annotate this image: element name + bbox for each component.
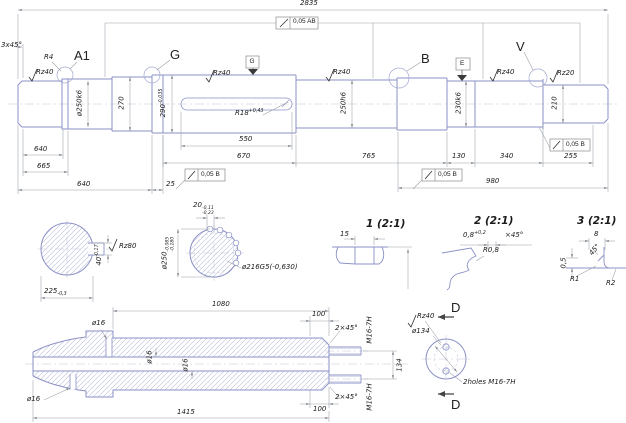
detail-2-dim-08: 0,8+0,2 xyxy=(463,231,486,239)
dim-40: 40-0,17 xyxy=(95,244,104,266)
detail-3-dim-05: 0,5 xyxy=(559,257,568,269)
detail-3-r1: R1 xyxy=(570,275,580,283)
dim-640-top: 640 xyxy=(34,145,48,153)
detail-3-dim-8: 8 xyxy=(594,230,599,238)
dim-dia-250k6: ø250k6 xyxy=(75,89,84,117)
roughness-rz20: Rz20 xyxy=(557,69,575,77)
dim-1415: 1415 xyxy=(177,408,195,416)
detail-1-dim-15: 15 xyxy=(340,230,349,238)
detail-balloons xyxy=(56,66,548,89)
section-dd xyxy=(424,314,467,397)
dim-340: 340 xyxy=(500,152,514,160)
dim-665: 665 xyxy=(37,162,51,170)
detail-2-geometry xyxy=(441,241,532,291)
roughness-rz40-keyway: Rz40 xyxy=(213,69,231,77)
dim-r18: R18+0,43 xyxy=(235,109,264,117)
detail-3-r2: R2 xyxy=(606,279,616,287)
dim-dia-16-top: ø16 xyxy=(92,319,106,327)
detail-2-chamfer: ×45° xyxy=(505,231,524,239)
dim-1080: 1080 xyxy=(212,300,230,308)
roughness-rz40-right: Rz40 xyxy=(497,68,515,76)
datum-flag-e: E xyxy=(460,59,465,67)
roughness-marks xyxy=(28,68,559,328)
dim-980: 980 xyxy=(486,177,500,185)
dim-290: 290-0,035 xyxy=(159,88,168,118)
upper-dimensions xyxy=(17,8,609,194)
thread-m16-bottom: M16-7H xyxy=(365,383,374,411)
view-label-b: B xyxy=(421,51,430,66)
view-label-v: V xyxy=(516,39,525,54)
dim-dia-230k6: 230k6 xyxy=(454,92,463,114)
dim-dia-16-mid2: ø16 xyxy=(181,358,190,372)
dim-dia-216g5: ø216G5(-0,630) xyxy=(242,263,298,271)
section-label-d-top: D xyxy=(451,300,461,315)
chamfer-top: 2×45° xyxy=(335,324,358,332)
view-label-g: G xyxy=(170,47,181,62)
detail-1-geometry xyxy=(332,236,412,289)
dim-210: 210 xyxy=(550,96,559,110)
dim-20: 20-0,11-0,23 xyxy=(193,201,214,216)
lower-section xyxy=(32,307,397,422)
dim-670: 670 xyxy=(237,152,251,160)
chamfer-bottom: 2×45° xyxy=(335,393,358,401)
dim-dia-250: ø250-0,085-0,180 xyxy=(160,236,176,270)
roughness-rz40-dd: Rz40 xyxy=(417,312,435,320)
dim-130: 130 xyxy=(452,152,466,160)
tolerance-frame-b2: 0,05 B xyxy=(438,170,457,178)
tolerance-frame-ab: 0,05 AB xyxy=(293,18,316,25)
detail-2-radius: R0,8 xyxy=(483,246,499,254)
dim-overall-length: 2835 xyxy=(300,0,318,7)
tolerance-frame-b1: 0,05 B xyxy=(201,170,220,178)
roughness-rz80: Rz80 xyxy=(119,242,137,250)
dim-640-bottom: 640 xyxy=(77,180,91,188)
section-label-d-bottom: D xyxy=(451,397,461,412)
dim-255: 255 xyxy=(564,152,578,160)
view-label-a1: A1 xyxy=(74,48,90,63)
balloon-leaders xyxy=(16,44,534,78)
fillet-r4: R4 xyxy=(44,53,54,61)
thread-m16-top: M16-7H xyxy=(365,316,374,344)
section-keyed-journal xyxy=(40,222,112,302)
datum-flags xyxy=(245,55,471,81)
dim-270: 270 xyxy=(117,96,126,110)
dim-550: 550 xyxy=(239,135,253,143)
dim-dia-134: ø134 xyxy=(412,327,430,335)
shaft-outline xyxy=(17,74,609,134)
dim-100-top: 100 xyxy=(312,310,326,318)
section-splined-journal xyxy=(176,215,242,278)
dim-dia-16-mid1: ø16 xyxy=(145,350,154,364)
dim-dia-250h6: 250h6 xyxy=(339,91,348,115)
keyway-slot xyxy=(180,97,293,111)
dim-765: 765 xyxy=(362,152,376,160)
dim-225: 225-0,3 xyxy=(44,287,67,298)
roughness-rz40-left: Rz40 xyxy=(36,68,54,76)
dim-dia-16-left: ø16 xyxy=(27,395,41,403)
detail-1-title: 1 (2:1) xyxy=(366,218,406,230)
detail-3-geometry xyxy=(566,238,626,281)
dim-100-bottom: 100 xyxy=(313,405,327,413)
chamfer-note: 3x45° xyxy=(1,41,23,49)
datum-flag-g: G xyxy=(249,57,255,65)
roughness-rz40-mid: Rz40 xyxy=(333,68,351,76)
note-2holes-m16: 2holes M16-7H xyxy=(463,378,516,386)
tolerance-frame-b3: 0,05 B xyxy=(566,140,585,148)
detail-2-title: 2 (2:1) xyxy=(474,215,514,227)
detail-3-title: 3 (2:1) xyxy=(577,215,617,227)
tolerance-frames xyxy=(184,16,591,182)
dim-134: 134 xyxy=(395,358,404,372)
dim-25: 25 xyxy=(166,180,175,188)
